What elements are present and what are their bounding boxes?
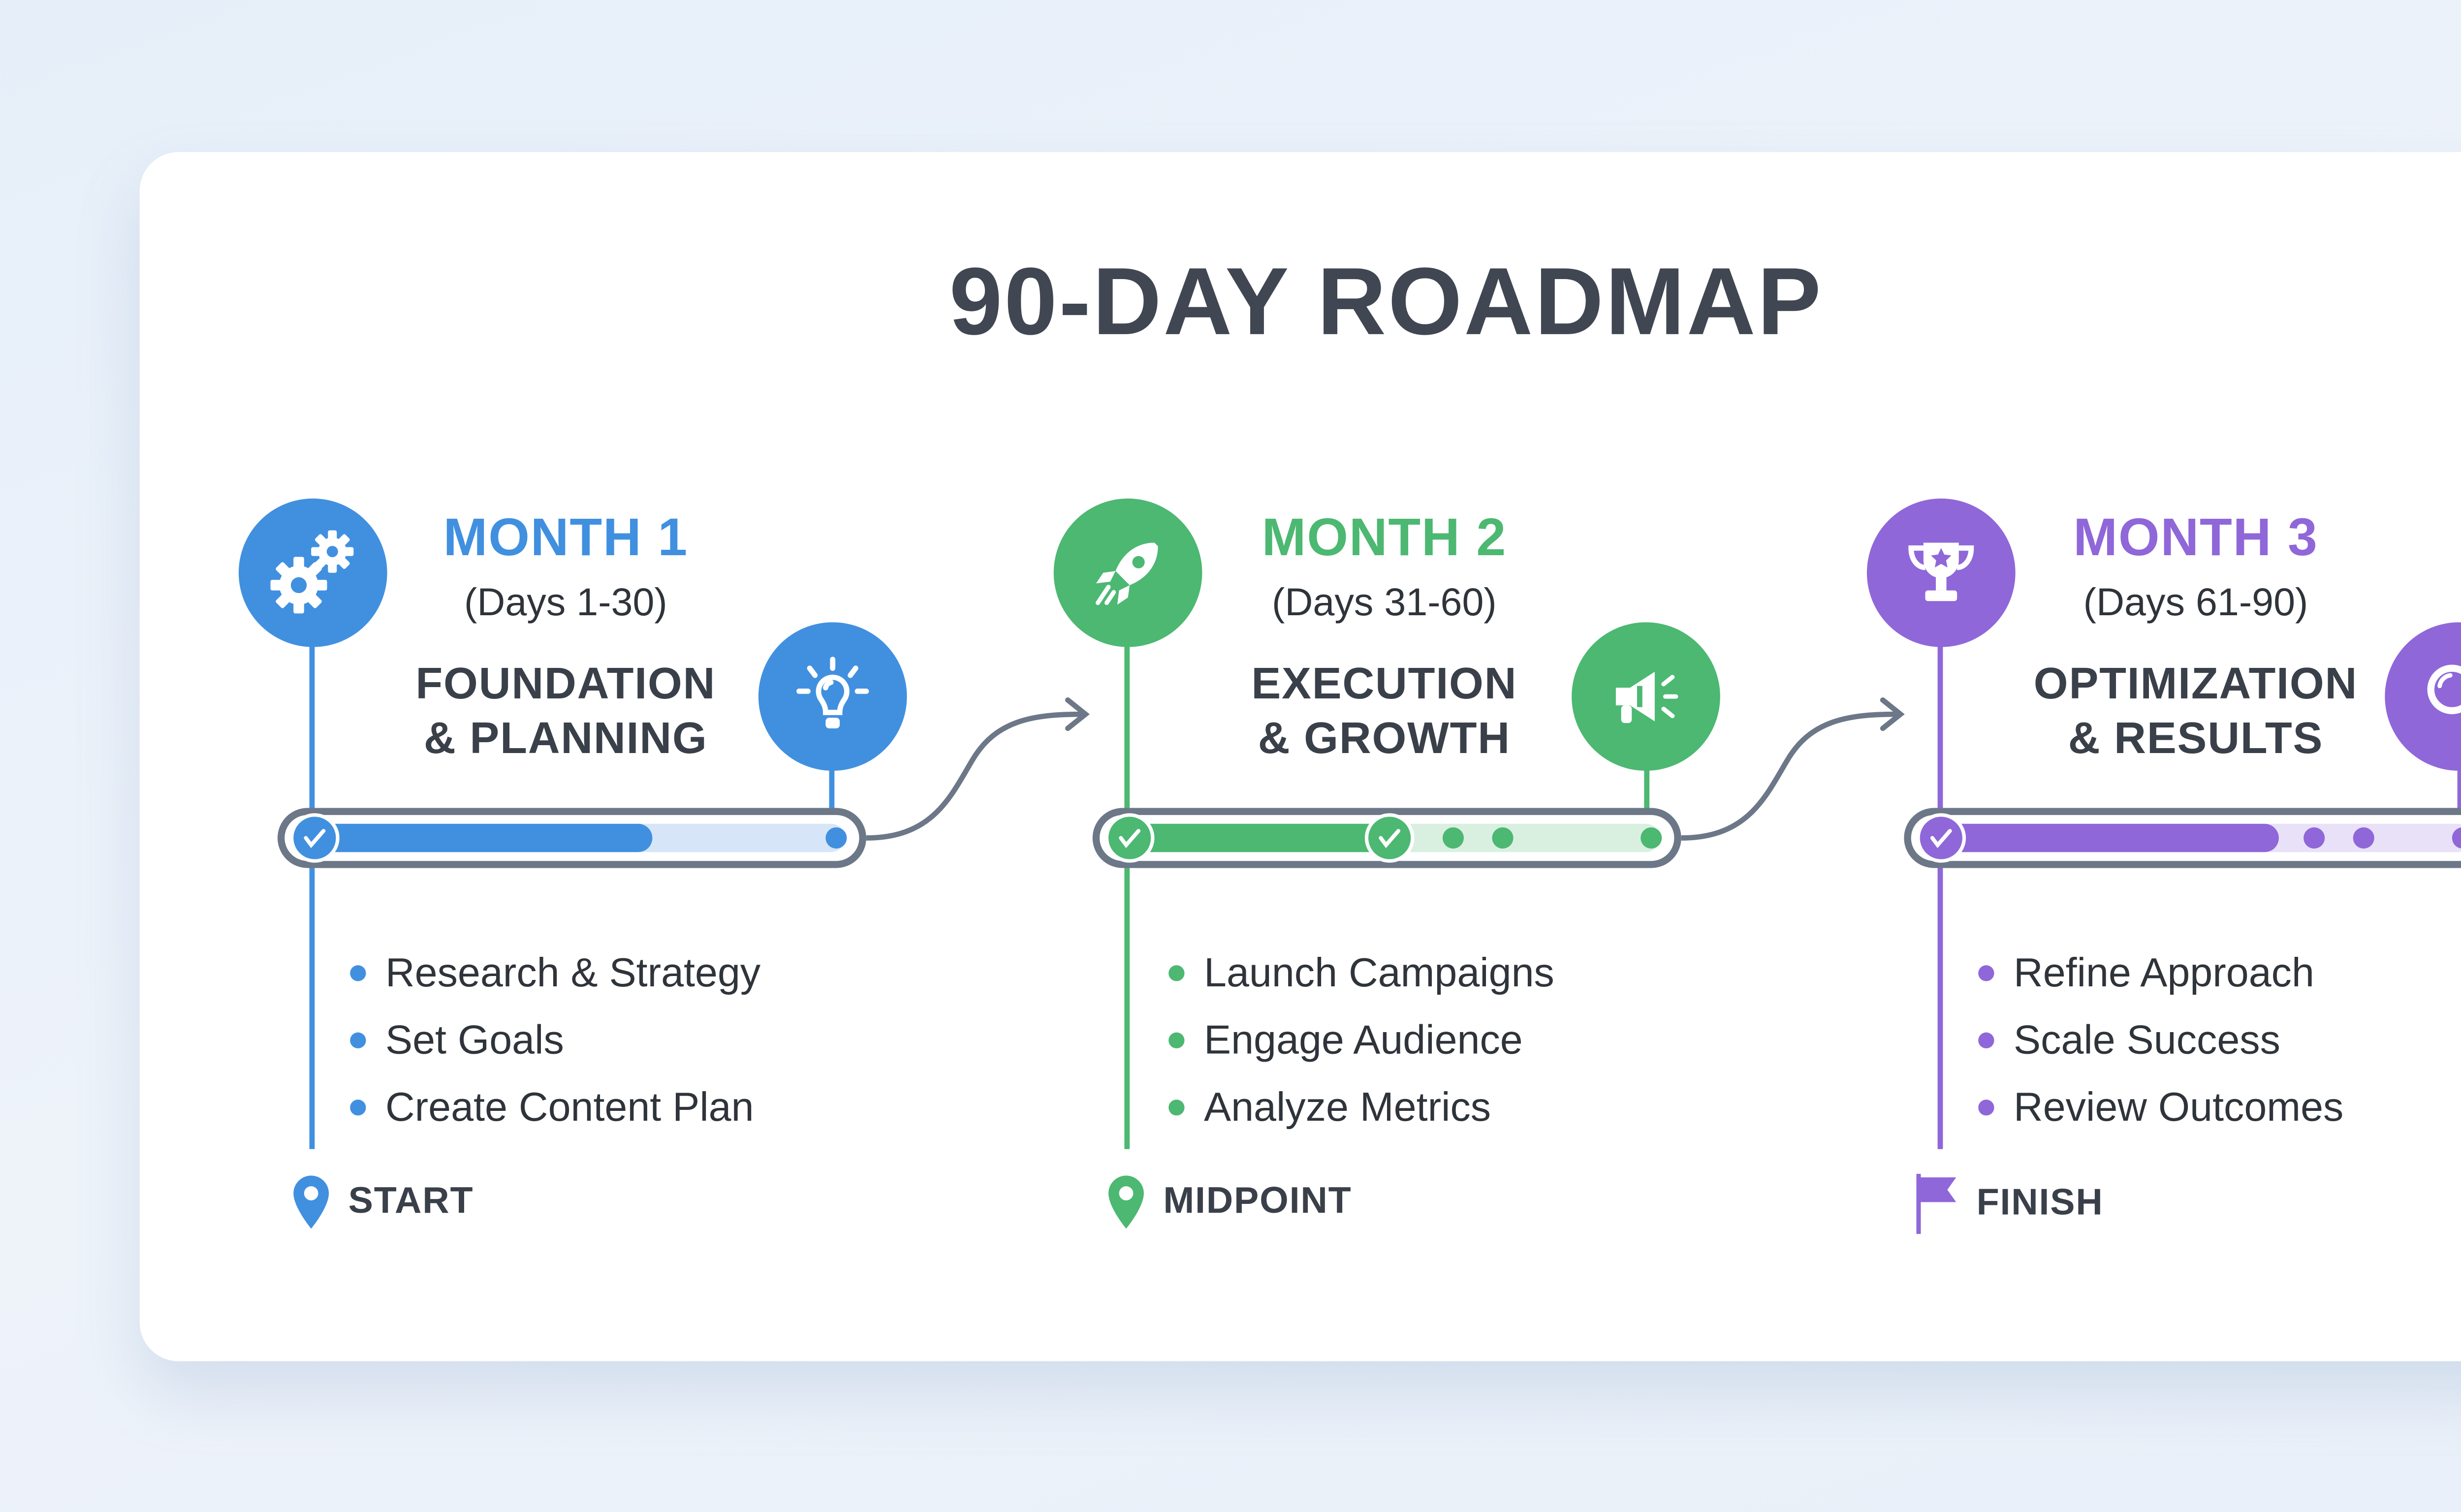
month-2-mid-check [1364, 813, 1415, 863]
month-1-side-connector [829, 760, 835, 814]
month-3-name: MONTH 3 [2073, 509, 2318, 567]
map-pin-icon [293, 1175, 329, 1229]
midpoint-marker: MIDPOINT [1103, 1172, 1352, 1232]
connector-arrow-2-to-3 [1681, 697, 1905, 841]
month-2-progress-bar [1092, 808, 1681, 868]
month-2-dot [1492, 827, 1514, 849]
month-2-days: (Days 31-60) [1272, 580, 1497, 624]
lightbulb-icon [796, 657, 869, 728]
list-item: Refine Approach [1978, 939, 2343, 1006]
month-1-name: MONTH 1 [443, 509, 689, 567]
list-item: Launch Campaigns [1168, 939, 1554, 1006]
page-title: 90-DAY ROADMAP [949, 249, 1823, 355]
month-3-task-list: Refine Approach Scale Success Review Out… [1978, 939, 2343, 1140]
month-1-task-list: Research & Strategy Set Goals Create Con… [350, 939, 760, 1140]
month-3-days: (Days 61-90) [2083, 580, 2308, 624]
list-item: Create Content Plan [350, 1073, 760, 1140]
month-2-main-icon-circle [1053, 498, 1202, 647]
month-2-dot [1442, 827, 1464, 849]
month-1-progress-bar [277, 808, 866, 868]
month-1-header: MONTH 1 (Days 1-30) [389, 509, 742, 626]
month-2-side-connector [1644, 760, 1650, 814]
month-1-start-check [290, 813, 340, 863]
check-icon [1379, 829, 1401, 849]
finish-marker: FINISH [1913, 1172, 2103, 1235]
check-icon [1930, 829, 1952, 849]
month-1-timeline-line [309, 601, 315, 1149]
list-item: Research & Strategy [350, 939, 760, 1006]
month-3-dot [2353, 827, 2374, 849]
month-3-main-icon-circle [1866, 498, 2016, 647]
list-item: Review Outcomes [1978, 1073, 2343, 1140]
month-2-timeline-line [1124, 601, 1130, 1149]
rocket-icon [1096, 542, 1158, 605]
month-3-side-connector [2457, 760, 2461, 814]
list-item: Set Goals [350, 1006, 760, 1073]
month-2-progress-fill [1113, 823, 1397, 852]
month-1-days: (Days 1-30) [464, 580, 667, 624]
month-3-dot [2303, 827, 2325, 849]
megaphone-icon [1615, 671, 1678, 724]
month-1-side-icon-circle [758, 622, 907, 771]
month-1-phase: FOUNDATION & PLANNING [415, 659, 716, 764]
magnifier-icon [2427, 664, 2461, 715]
check-icon [304, 829, 326, 849]
map-pin-icon [1108, 1175, 1144, 1229]
month-1-end-dot [825, 827, 847, 849]
month-2-name: MONTH 2 [1262, 509, 1507, 567]
list-item: Scale Success [1978, 1006, 2343, 1073]
month-2-phase: EXECUTION & GROWTH [1251, 659, 1517, 764]
month-3-header: MONTH 3 (Days 61-90) [2019, 509, 2372, 626]
month-3-timeline-line [1937, 601, 1943, 1149]
month-3-end-dot [2452, 827, 2461, 849]
roadmap-card [139, 152, 2461, 1361]
month-3-progress-bar [1904, 808, 2461, 868]
month-3-phase: OPTIMIZATION & RESULTS [2033, 659, 2358, 764]
month-2-header: MONTH 2 (Days 31-60) [1207, 509, 1561, 626]
connector-arrow-1-to-2 [866, 697, 1090, 841]
check-icon [1119, 829, 1141, 849]
month-2-end-dot [1641, 827, 1662, 849]
list-item: Analyze Metrics [1168, 1073, 1554, 1140]
month-3-start-check [1916, 813, 1966, 863]
gears-icon [270, 530, 354, 614]
month-2-side-icon-circle [1572, 622, 1720, 771]
month-1-main-icon-circle [238, 498, 387, 647]
month-2-task-list: Launch Campaigns Engage Audience Analyze… [1168, 939, 1554, 1140]
month-3-progress-fill [1925, 823, 2279, 852]
trophy-icon [1908, 542, 1974, 601]
flag-icon [1916, 1173, 1956, 1234]
list-item: Engage Audience [1168, 1006, 1554, 1073]
month-2-start-check [1104, 813, 1155, 863]
start-marker: START [288, 1172, 473, 1232]
month-1-progress-fill [299, 823, 653, 852]
